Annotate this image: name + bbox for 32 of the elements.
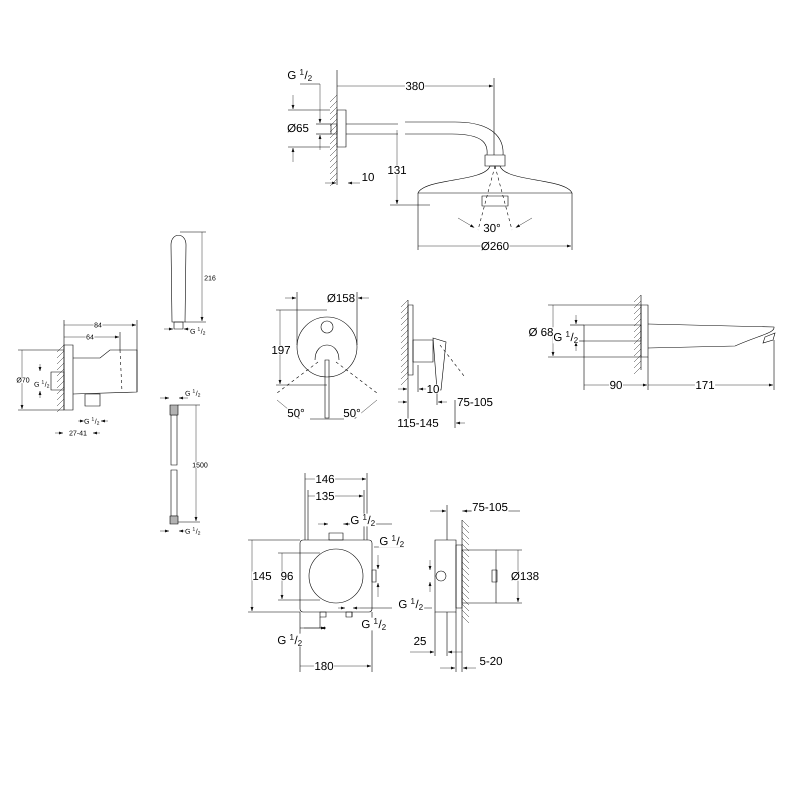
dimension-label: G $^{1}$/$_{2}$	[398, 598, 424, 610]
dimension-label: G $^{1}$/$_{2}$	[350, 514, 376, 526]
dimension-label: 30°	[482, 223, 502, 233]
dimension-label: Ø158	[326, 293, 356, 303]
dimension-label: 180	[314, 661, 334, 671]
dimension-label: 146	[314, 474, 336, 484]
dimension-label: 75-105	[472, 502, 508, 512]
dimension-label: 50°	[342, 408, 362, 418]
dimension-label: 135	[314, 491, 336, 501]
dimension-label: 131	[386, 165, 408, 175]
dimension-label: 5-20	[479, 656, 504, 666]
dimension-label: 25	[413, 636, 427, 646]
dimension-label: G $^{1}$/$_{2}$	[552, 330, 580, 344]
dimension-label: G $^{1}$/$_{2}$	[276, 634, 304, 646]
dimension-label: 145	[252, 572, 272, 581]
dimension-label: 90	[609, 380, 623, 390]
dimension-label: 50°	[286, 408, 306, 418]
dimension-label: 75-105	[456, 397, 494, 407]
dimension-label: 380	[404, 81, 426, 91]
dimension-label: 171	[694, 380, 716, 390]
dimension-label: 96	[280, 571, 294, 581]
dimension-label: G $^{1}$/$_{2}$	[360, 618, 388, 630]
dimension-label: Ø260	[480, 241, 510, 251]
dimension-label: Ø138	[510, 571, 540, 581]
dimension-label: 10	[361, 172, 375, 182]
dimension-label: G $^{1}$/$_{2}$	[286, 68, 314, 82]
dimension-label: 10	[426, 384, 440, 394]
dimension-label: 197	[270, 345, 292, 355]
dimension-label: G $^{1}$/$_{2}$	[378, 534, 406, 548]
dimension-label: Ø65	[286, 123, 310, 133]
dimension-label: Ø 68	[528, 327, 554, 337]
dimension-label: 115-145	[396, 418, 440, 428]
